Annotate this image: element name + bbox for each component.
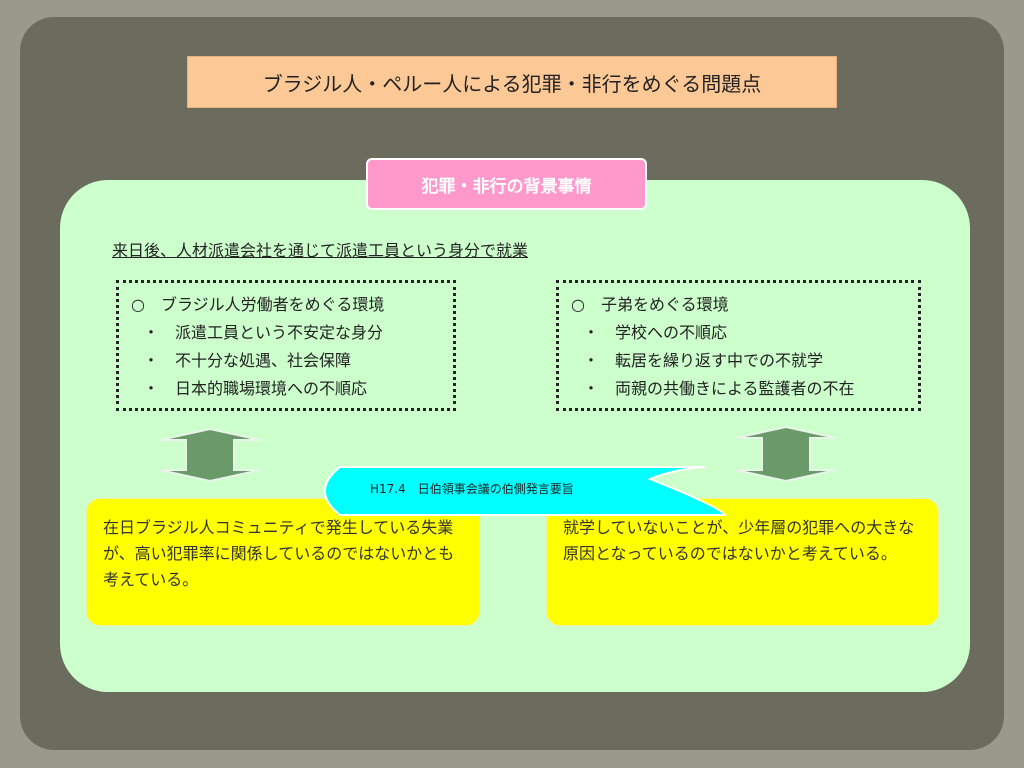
children-environment-box: ○ 子弟をめぐる環境 ・ 学校への不順応 ・ 転居を繰り返す中での不就学 ・ 両… [556,280,921,411]
list-item: ・ 派遣工員という不安定な身分 [143,323,384,342]
section-tag-text: 犯罪・非行の背景事情 [421,176,592,197]
slide-title-text: ブラジル人・ペルー人による犯罪・非行をめぐる問題点 [262,71,762,96]
worker-environment-heading: ○ ブラジル人労働者をめぐる環境 [131,295,385,314]
callout-text: H17.4 日伯領事会議の伯側発言要旨 [370,482,574,496]
unemployment-statement: 在日ブラジル人コミュニティで発生している失業が、高い犯罪率に関係しているのではな… [86,498,480,626]
employment-context: 来日後、人材派遣会社を通じて派遣工員という身分で就業 [112,241,529,260]
list-item: ・ 転居を繰り返す中での不就学 [583,351,824,370]
section-tag: 犯罪・非行の背景事情 [366,158,647,210]
list-item: ・ 学校への不順応 [583,323,728,342]
non-attendance-statement: 就学していないことが、少年層の犯罪への大きな原因となっているのではないかと考えて… [546,498,939,626]
consular-meeting-callout [324,466,727,516]
double-arrow-right [735,426,837,482]
slide-title: ブラジル人・ペルー人による犯罪・非行をめぐる問題点 [187,56,837,108]
list-item: ・ 日本的職場環境への不順応 [143,379,368,398]
list-item: ・ 両親の共働きによる監護者の不在 [583,379,855,398]
worker-environment-box: ○ ブラジル人労働者をめぐる環境 ・ 派遣工員という不安定な身分 ・ 不十分な処… [116,280,456,411]
unemployment-statement-text: 在日ブラジル人コミュニティで発生している失業が、高い犯罪率に関係しているのではな… [103,518,455,589]
children-environment-heading: ○ 子弟をめぐる環境 [571,295,729,314]
list-item: ・ 不十分な処遇、社会保障 [143,351,352,370]
double-arrow-left [159,428,261,482]
non-attendance-statement-text: 就学していないことが、少年層の犯罪への大きな原因となっているのではないかと考えて… [563,518,915,563]
